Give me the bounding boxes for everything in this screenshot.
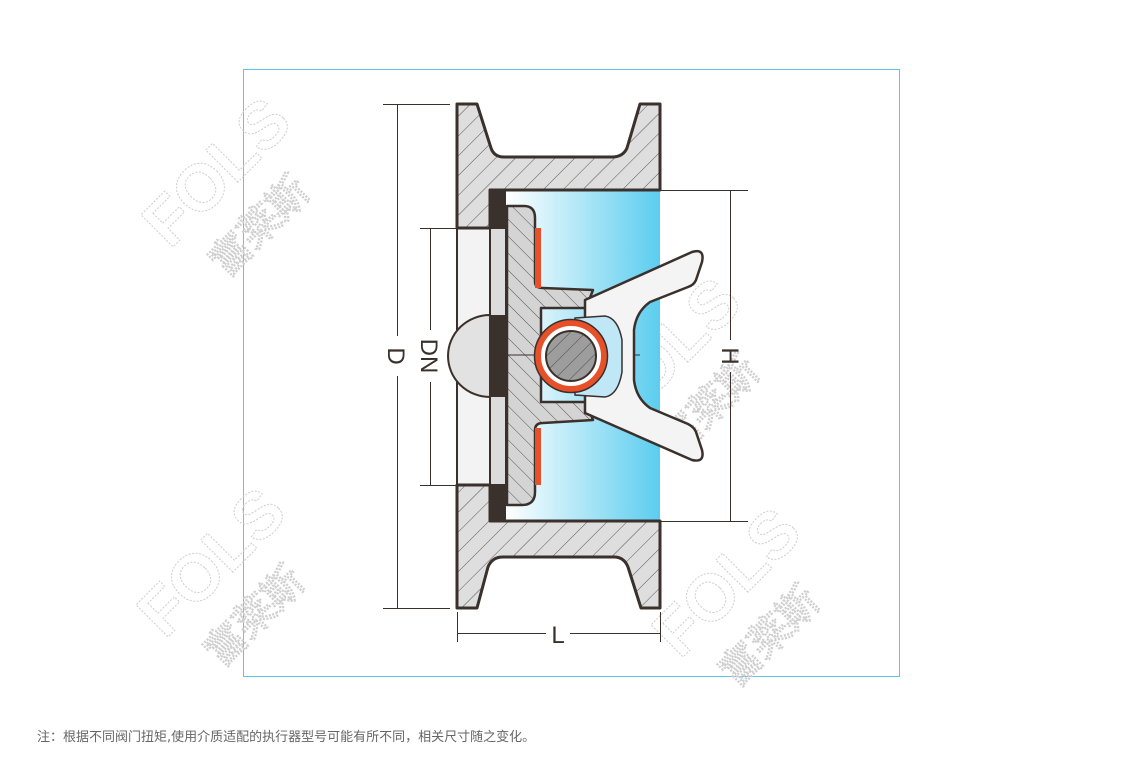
label-DN: DN: [415, 339, 442, 374]
dimension-H: [660, 190, 748, 522]
dimension-D: [383, 104, 450, 609]
valve-body-bottom: [455, 483, 662, 610]
valve-body-top: [455, 102, 662, 230]
seal-upper: [535, 228, 541, 288]
dimension-L: [457, 612, 661, 642]
label-H: H: [716, 347, 743, 364]
body-gasket-top: [490, 190, 506, 228]
seal-lower: [535, 428, 541, 485]
dimension-DN: [420, 228, 457, 486]
body-gasket-bottom: [490, 485, 506, 521]
label-D: D: [382, 347, 409, 364]
hinge-pin: [545, 330, 597, 382]
ring-outline: [533, 318, 609, 394]
torsion-spring: [583, 249, 704, 462]
valve-disc: [505, 204, 595, 507]
drawing-frame: [243, 69, 900, 677]
hinge-gasket: [490, 315, 506, 397]
dome-cap: [447, 313, 491, 399]
label-L: L: [551, 622, 564, 649]
footer-note: 注：根据不同阀门扭矩,使用介质适配的执行器型号可能有所不同，相关尺寸随之变化。: [37, 730, 536, 745]
